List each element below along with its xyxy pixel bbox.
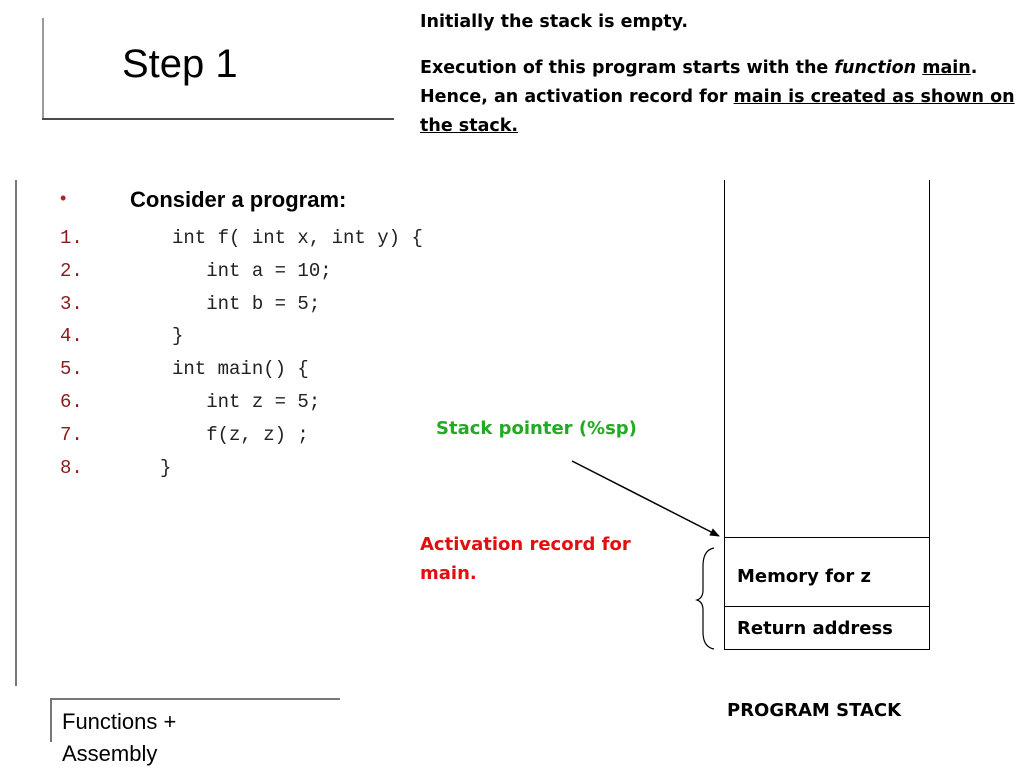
note-text-function: function xyxy=(834,58,917,78)
note-text-main: main xyxy=(922,58,971,78)
stack-cell-return-address: Return address xyxy=(724,606,930,650)
code-line: 6. int z = 5; xyxy=(60,386,423,419)
code-line: 5. int main() { xyxy=(60,353,423,386)
code-line: 7. f(z, z) ; xyxy=(60,419,423,452)
code-text: } xyxy=(160,456,172,479)
code-text: int b = 5; xyxy=(172,292,321,315)
code-text: int f( int x, int y) { xyxy=(172,227,423,249)
stack-pointer-label: Stack pointer (%sp) xyxy=(436,418,637,439)
program-heading: Consider a program: xyxy=(130,187,347,212)
activation-record-label: Activation record for main. xyxy=(420,534,631,584)
line-number: 2. xyxy=(60,259,83,282)
code-text: int z = 5; xyxy=(172,390,321,413)
note-initial-state: Initially the stack is empty. xyxy=(420,12,689,32)
line-number: 5. xyxy=(60,358,83,381)
line-number: 1. xyxy=(60,227,83,249)
line-number: 8. xyxy=(60,456,83,479)
title-frame-horizontal-line xyxy=(42,118,394,120)
code-text: int a = 10; xyxy=(172,259,332,282)
stack-caption: PROGRAM STACK xyxy=(727,700,902,721)
code-text: f(z, z) ; xyxy=(172,423,309,446)
stack-left-wall xyxy=(724,180,725,650)
code-listing: 1.int f( int x, int y) {2. int a = 10;3.… xyxy=(60,222,423,484)
bullet: • xyxy=(60,188,67,208)
line-number: 7. xyxy=(60,423,83,446)
note-text-underlined: main is created as shown on the stack. xyxy=(420,87,1015,136)
code-line: 3. int b = 5; xyxy=(60,288,423,321)
note-text-c: . Hence, an activation record for xyxy=(420,58,978,107)
footer-frame-vertical-line xyxy=(50,700,52,742)
code-line: 8.} xyxy=(60,452,423,485)
footer-frame-horizontal-line xyxy=(50,698,340,700)
code-text: int main() { xyxy=(172,358,309,381)
footer-title: Functions + Assembly xyxy=(62,709,177,766)
curly-brace-icon xyxy=(695,547,715,650)
code-text: } xyxy=(172,325,184,348)
line-number: 3. xyxy=(60,292,83,315)
line-number: 4. xyxy=(60,325,83,348)
content-frame-line xyxy=(15,180,17,686)
stack-right-wall xyxy=(929,180,930,650)
line-number: 6. xyxy=(60,390,83,413)
note-text-a: Execution of this program starts with th… xyxy=(420,58,835,78)
title-frame-vertical-line xyxy=(42,18,44,120)
code-line: 2. int a = 10; xyxy=(60,255,423,288)
code-line: 4.} xyxy=(60,320,423,353)
slide-title: Step 1 xyxy=(122,42,238,86)
arrow-icon xyxy=(571,460,720,537)
code-line: 1. int f( int x, int y) { xyxy=(60,222,423,255)
note-execution: Execution of this program starts with th… xyxy=(420,54,1020,141)
